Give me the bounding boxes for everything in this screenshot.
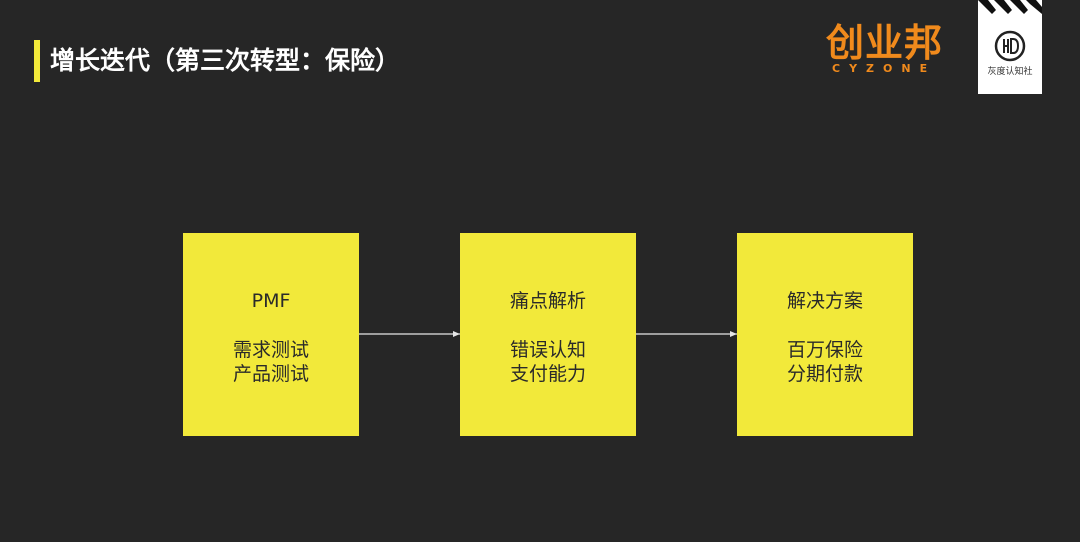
flow-step-heading: 解决方案 [786,290,863,312]
flow-step-solution: 解决方案 百万保险 分期付款 [737,233,913,436]
cyzone-logo: 创业邦 CYZONE [824,18,954,82]
flow-step-line: 产品测试 [232,363,309,385]
page-title: 增长迭代（第三次转型：保险） [50,46,401,75]
flow-step-line: 分期付款 [786,363,863,385]
badge-stripes-decoration [978,0,1042,14]
cyzone-logo-name: 创业邦 [826,21,944,65]
flow-step-line: 百万保险 [786,339,863,361]
cyzone-logo-sub: CYZONE [832,62,937,75]
flow-step-heading: 痛点解析 [509,290,586,312]
flow-step-pain-points: 痛点解析 错误认知 支付能力 [460,233,636,436]
badge-label: 灰度认知社 [987,67,1033,77]
huidu-badge: 灰度认知社 [978,0,1042,94]
flow-step-line: 需求测试 [232,339,309,361]
flow-step-line: 支付能力 [509,363,586,385]
flow-step-heading: PMF [251,290,291,312]
title-accent-bar [34,40,40,82]
flow-step-line: 错误认知 [509,339,586,361]
flow-step-pmf: PMF 需求测试 产品测试 [183,233,359,436]
huidu-logo-icon [994,30,1026,62]
